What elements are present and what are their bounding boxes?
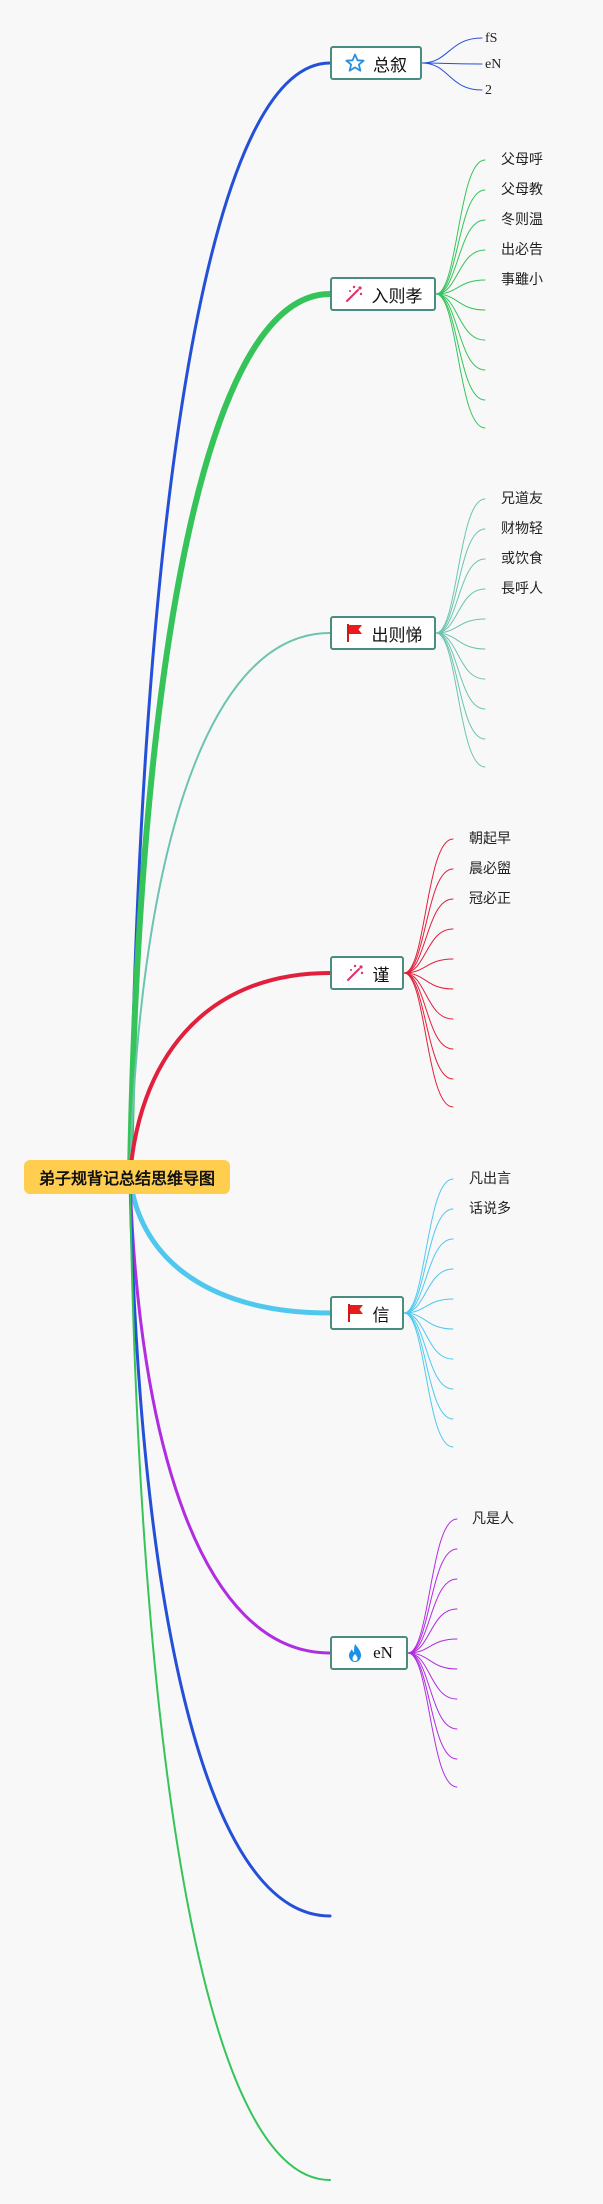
leaf-3-3: 或饮食 bbox=[501, 551, 543, 567]
leaf-connector-2-3 bbox=[435, 219, 486, 295]
leaf-connector-6-6 bbox=[407, 1652, 458, 1670]
leaf-connector-4-1 bbox=[403, 838, 454, 974]
leaf-2-5: 事雖小 bbox=[501, 272, 543, 288]
branch-node-2[interactable]: 入则孝 bbox=[330, 277, 436, 311]
leaf-2-2: 父母教 bbox=[501, 182, 543, 198]
leaf-connector-5-7 bbox=[403, 1312, 454, 1360]
leaf-connector-1-3 bbox=[421, 62, 483, 91]
main-connector-5 bbox=[127, 1174, 333, 1316]
leaf-connector-3-4 bbox=[435, 588, 486, 634]
leaf-connector-4-3 bbox=[403, 898, 454, 974]
leaf-connector-3-6 bbox=[435, 632, 486, 650]
leaf-connector-5-6 bbox=[403, 1312, 454, 1330]
flame-icon bbox=[345, 1643, 365, 1663]
leaf-5-2: 话说多 bbox=[469, 1201, 511, 1217]
branch-label-2: 入则孝 bbox=[371, 286, 423, 307]
leaf-connector-6-4 bbox=[407, 1608, 458, 1654]
leaf-connector-2-10 bbox=[435, 293, 486, 429]
leaf-connector-5-8 bbox=[403, 1312, 454, 1390]
leaf-2-3: 冬则温 bbox=[501, 212, 543, 228]
leaf-connector-2-1 bbox=[435, 159, 486, 295]
leaf-connector-5-5 bbox=[403, 1298, 454, 1314]
branch-label-5: 信 bbox=[372, 1305, 390, 1326]
leaf-3-1: 兄道友 bbox=[501, 491, 543, 507]
branch-label-1: 总叙 bbox=[373, 55, 407, 76]
leaf-1-1: fS bbox=[485, 31, 498, 46]
leaf-connector-2-7 bbox=[435, 293, 486, 341]
sparkle-icon bbox=[345, 963, 365, 983]
main-connector-3 bbox=[129, 632, 331, 1178]
main-connector-6 bbox=[128, 1175, 332, 1655]
flag-icon bbox=[345, 1303, 365, 1323]
sparkle-icon bbox=[344, 284, 364, 304]
leaf-5-1: 凡出言 bbox=[469, 1171, 511, 1187]
leaf-connector-6-5 bbox=[407, 1638, 458, 1654]
branch-node-5[interactable]: 信 bbox=[330, 1296, 404, 1330]
leaf-connector-4-6 bbox=[403, 972, 454, 990]
leaf-1-2: eN bbox=[485, 57, 502, 72]
leaf-connector-4-10 bbox=[403, 972, 454, 1108]
main-connector-7 bbox=[128, 1175, 332, 1918]
leaf-4-2: 晨必盥 bbox=[469, 861, 511, 877]
leaf-connector-6-1 bbox=[407, 1518, 458, 1654]
branch-node-6[interactable]: eN bbox=[330, 1636, 408, 1670]
leaf-2-1: 父母呼 bbox=[501, 152, 543, 168]
leaf-connector-5-4 bbox=[403, 1268, 454, 1314]
main-connector-1 bbox=[128, 61, 332, 1179]
leaf-connector-5-1 bbox=[403, 1178, 454, 1314]
leaf-connector-2-4 bbox=[435, 249, 486, 295]
leaf-connector-4-2 bbox=[403, 868, 454, 974]
leaf-connector-5-10 bbox=[403, 1312, 454, 1448]
leaf-4-1: 朝起早 bbox=[469, 831, 511, 847]
branch-label-4: 谨 bbox=[372, 965, 390, 986]
leaf-6-1: 凡是人 bbox=[472, 1511, 514, 1527]
leaf-connector-3-5 bbox=[435, 618, 486, 634]
leaf-connector-4-4 bbox=[403, 928, 454, 974]
branch-label-3: 出则悌 bbox=[371, 625, 423, 646]
root-label: 弟子规背记总结思维导图 bbox=[38, 1169, 215, 1188]
leaf-connector-6-3 bbox=[407, 1578, 458, 1654]
leaf-connector-3-10 bbox=[435, 632, 486, 768]
leaf-connector-2-5 bbox=[435, 279, 486, 295]
leaf-3-2: 财物轻 bbox=[501, 521, 543, 537]
leaf-2-4: 出必告 bbox=[501, 242, 543, 258]
flag-icon bbox=[344, 623, 364, 643]
leaf-connector-6-8 bbox=[407, 1652, 458, 1730]
leaf-4-3: 冠必正 bbox=[469, 891, 511, 907]
leaf-connector-2-6 bbox=[435, 293, 486, 311]
leaf-connector-4-5 bbox=[403, 958, 454, 974]
branch-node-1[interactable]: 总叙 bbox=[330, 46, 422, 80]
leaf-connector-3-7 bbox=[435, 632, 486, 680]
leaf-connector-6-10 bbox=[407, 1652, 458, 1788]
leaf-connector-6-2 bbox=[407, 1548, 458, 1654]
leaf-connector-5-3 bbox=[403, 1238, 454, 1314]
leaf-1-3: 2 bbox=[485, 83, 492, 98]
leaf-connector-3-3 bbox=[435, 558, 486, 634]
leaf-connector-5-2 bbox=[403, 1208, 454, 1314]
leaf-connector-3-1 bbox=[435, 498, 486, 634]
branch-node-3[interactable]: 出则悌 bbox=[330, 616, 436, 650]
star-icon bbox=[345, 53, 365, 73]
leaf-connector-6-7 bbox=[407, 1652, 458, 1700]
leaf-connector-2-2 bbox=[435, 189, 486, 295]
main-connector-2 bbox=[127, 291, 333, 1180]
main-connector-8 bbox=[129, 1176, 331, 2181]
leaf-3-4: 長呼人 bbox=[501, 581, 543, 597]
root-node[interactable]: 弟子规背记总结思维导图 bbox=[24, 1160, 230, 1194]
leaf-connector-4-7 bbox=[403, 972, 454, 1020]
leaf-connector-3-8 bbox=[435, 632, 486, 710]
leaf-connector-4-8 bbox=[403, 972, 454, 1050]
main-connector-4 bbox=[128, 971, 332, 1179]
branch-node-4[interactable]: 谨 bbox=[330, 956, 404, 990]
leaf-connector-1-1 bbox=[421, 37, 483, 64]
leaf-connector-2-8 bbox=[435, 293, 486, 371]
branch-label-6: eN bbox=[373, 1643, 393, 1662]
leaf-connector-3-2 bbox=[435, 528, 486, 634]
